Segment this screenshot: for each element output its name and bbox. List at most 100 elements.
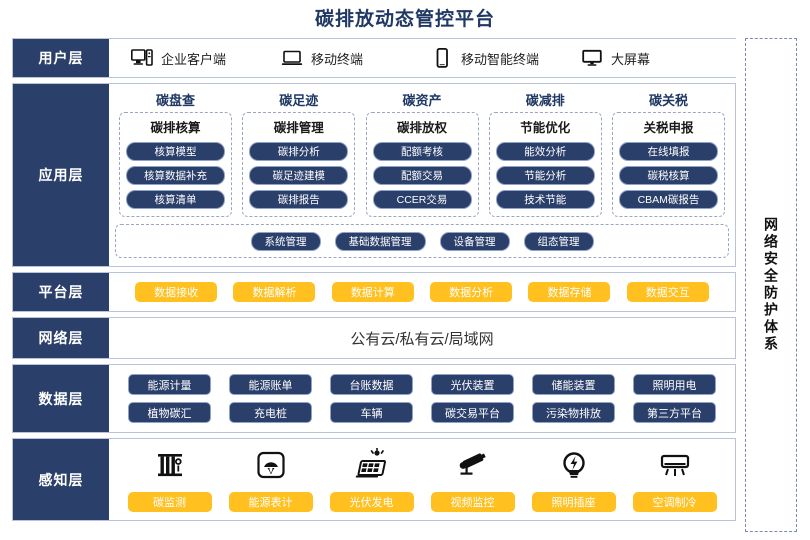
laptop-icon [281, 49, 303, 67]
app-group-box: 碳排放权 配额考核 配额交易 CCER交易 [365, 112, 479, 217]
user-item-mobile-terminal[interactable]: 移动终端 [281, 49, 431, 68]
app-group-title: 碳足迹 [279, 93, 319, 108]
sense-item-lighting-socket[interactable]: 照明插座 [531, 445, 617, 512]
data-item-button[interactable]: 碳交易平台 [431, 402, 514, 423]
layer-stack: 用户层 企业客户端 移动终端 [12, 38, 739, 521]
layer-platform-body: 数据接收 数据解析 数据计算 数据分析 数据存储 数据交互 [109, 273, 735, 311]
security-band: 网络安全防护体系 [745, 38, 797, 532]
sense-item-label: 空调制冷 [632, 492, 717, 512]
sense-item-energy-meter[interactable]: V 能源表计 [228, 445, 314, 512]
application-management-box: 系统管理 基础数据管理 设备管理 组态管理 [115, 224, 729, 258]
network-cloud-text: 公有云/私有云/局域网 [350, 330, 494, 348]
app-item-button[interactable]: 技术节能 [495, 190, 595, 209]
data-item-button[interactable]: 第三方平台 [633, 402, 716, 423]
cctv-camera-icon [455, 445, 491, 485]
app-group-box: 关税申报 在线填报 碳税核算 CBAM碳报告 [612, 112, 725, 217]
data-item-button[interactable]: 光伏装置 [431, 374, 514, 395]
layer-application-body: 碳盘查 碳排核算 核算模型 核算数据补充 核算清单 碳足迹 碳排管理 碳排分析 [109, 84, 735, 266]
user-item-label: 大屏幕 [611, 51, 651, 67]
user-terminal-row: 企业客户端 移动终端 移动智能终端 [117, 47, 731, 68]
app-group-carbon-tariff: 碳关税 关税申报 在线填报 碳税核算 CBAM碳报告 [612, 90, 725, 217]
data-item-button[interactable]: 污染物排放 [532, 402, 615, 423]
management-button-system[interactable]: 系统管理 [250, 231, 321, 251]
smartphone-icon [431, 47, 453, 68]
sense-item-label: 光伏发电 [329, 492, 414, 512]
layer-user-body: 企业客户端 移动终端 移动智能终端 [109, 39, 739, 77]
data-item-button[interactable]: 车辆 [330, 402, 413, 423]
energy-meter-icon: V [254, 445, 288, 485]
app-group-carbon-asset: 碳资产 碳排放权 配额考核 配额交易 CCER交易 [365, 90, 479, 217]
app-item-button[interactable]: CCER交易 [372, 190, 472, 209]
sense-item-carbon-monitor[interactable]: 碳监测 [127, 445, 213, 512]
solar-panel-icon [354, 445, 390, 485]
app-item-button[interactable]: 能效分析 [495, 142, 595, 161]
data-item-button[interactable]: 充电桩 [229, 402, 312, 423]
app-item-button[interactable]: CBAM碳报告 [619, 190, 718, 209]
layer-data: 数据层 能源计量 能源账单 台账数据 光伏装置 储能装置 照明用电 植物碳汇 充… [12, 364, 736, 433]
data-item-button[interactable]: 照明用电 [633, 374, 716, 395]
app-item-button[interactable]: 碳税核算 [619, 166, 718, 185]
user-item-large-screen[interactable]: 大屏幕 [581, 49, 731, 68]
app-group-title: 碳减排 [525, 93, 565, 108]
data-item-button[interactable]: 台账数据 [330, 374, 413, 395]
user-item-smart-mobile-terminal[interactable]: 移动智能终端 [431, 47, 581, 68]
platform-item-button[interactable]: 数据解析 [233, 282, 316, 302]
app-item-button[interactable]: 核算模型 [126, 142, 225, 161]
app-item-button[interactable]: 在线填报 [619, 142, 718, 161]
sense-item-video-surveillance[interactable]: 视频监控 [430, 445, 516, 512]
user-item-label: 移动终端 [311, 51, 364, 67]
app-group-box: 节能优化 能效分析 节能分析 技术节能 [488, 112, 602, 217]
svg-text:V: V [268, 469, 273, 476]
platform-item-button[interactable]: 数据计算 [331, 282, 414, 302]
app-group-carbon-inventory: 碳盘查 碳排核算 核算模型 核算数据补充 核算清单 [119, 90, 232, 217]
layer-sense: 感知层 碳监测 V 能源表计 [12, 438, 736, 521]
app-item-button[interactable]: 碳排报告 [249, 190, 349, 209]
app-item-button[interactable]: 节能分析 [495, 166, 595, 185]
app-group-subtitle: 碳排核算 [150, 121, 201, 135]
sense-item-label: 能源表计 [228, 492, 313, 512]
management-button-device[interactable]: 设备管理 [439, 231, 510, 251]
platform-item-button[interactable]: 数据交互 [626, 282, 709, 302]
layer-platform-label: 平台层 [13, 273, 109, 311]
app-group-title: 碳盘查 [155, 93, 195, 108]
layer-user: 用户层 企业客户端 移动终端 [12, 38, 739, 78]
management-button-basic-data[interactable]: 基础数据管理 [334, 231, 426, 251]
monitor-icon [581, 49, 603, 67]
app-group-title: 碳关税 [648, 93, 688, 108]
sense-item-label: 照明插座 [531, 492, 616, 512]
sense-item-label: 碳监测 [127, 492, 212, 512]
user-item-label: 移动智能终端 [461, 51, 540, 67]
app-group-subtitle: 碳排放权 [396, 121, 447, 135]
layer-application: 应用层 碳盘查 碳排核算 核算模型 核算数据补充 核算清单 碳足迹 [12, 83, 736, 267]
sense-item-air-conditioning[interactable]: 空调制冷 [632, 445, 718, 512]
app-item-button[interactable]: 配额考核 [372, 142, 472, 161]
layer-platform: 平台层 数据接收 数据解析 数据计算 数据分析 数据存储 数据交互 [12, 272, 736, 312]
app-group-title: 碳资产 [402, 93, 442, 108]
app-item-button[interactable]: 碳足迹建模 [249, 166, 349, 185]
app-group-carbon-footprint: 碳足迹 碳排管理 碳排分析 碳足迹建模 碳排报告 [242, 90, 356, 217]
app-group-carbon-reduction: 碳减排 节能优化 能效分析 节能分析 技术节能 [488, 90, 602, 217]
data-item-button[interactable]: 储能装置 [532, 374, 615, 395]
sense-item-solar-power[interactable]: 光伏发电 [329, 445, 415, 512]
app-item-button[interactable]: 核算清单 [126, 190, 225, 209]
app-group-subtitle: 关税申报 [643, 121, 694, 135]
platform-item-button[interactable]: 数据分析 [430, 282, 513, 302]
app-group-subtitle: 节能优化 [520, 121, 571, 135]
app-group-box: 碳排核算 核算模型 核算数据补充 核算清单 [119, 112, 232, 217]
application-group-row: 碳盘查 碳排核算 核算模型 核算数据补充 核算清单 碳足迹 碳排管理 碳排分析 [115, 90, 729, 217]
management-button-configuration[interactable]: 组态管理 [523, 231, 594, 251]
sense-item-row: 碳监测 V 能源表计 光伏发电 [119, 445, 725, 512]
app-item-button[interactable]: 碳排分析 [249, 142, 349, 161]
layer-sense-label: 感知层 [13, 439, 109, 520]
platform-item-button[interactable]: 数据存储 [528, 282, 611, 302]
app-item-button[interactable]: 配额交易 [372, 166, 472, 185]
app-item-button[interactable]: 核算数据补充 [126, 166, 225, 185]
data-item-button[interactable]: 能源计量 [128, 374, 211, 395]
layer-network-body: 公有云/私有云/局域网 [109, 318, 735, 358]
platform-item-button[interactable]: 数据接收 [135, 282, 218, 302]
app-group-box: 碳排管理 碳排分析 碳足迹建模 碳排报告 [242, 112, 356, 217]
page-title: 碳排放动态管控平台 [314, 9, 495, 30]
data-item-button[interactable]: 植物碳汇 [128, 402, 211, 423]
data-item-button[interactable]: 能源账单 [229, 374, 312, 395]
user-item-enterprise-client[interactable]: 企业客户端 [131, 49, 281, 68]
